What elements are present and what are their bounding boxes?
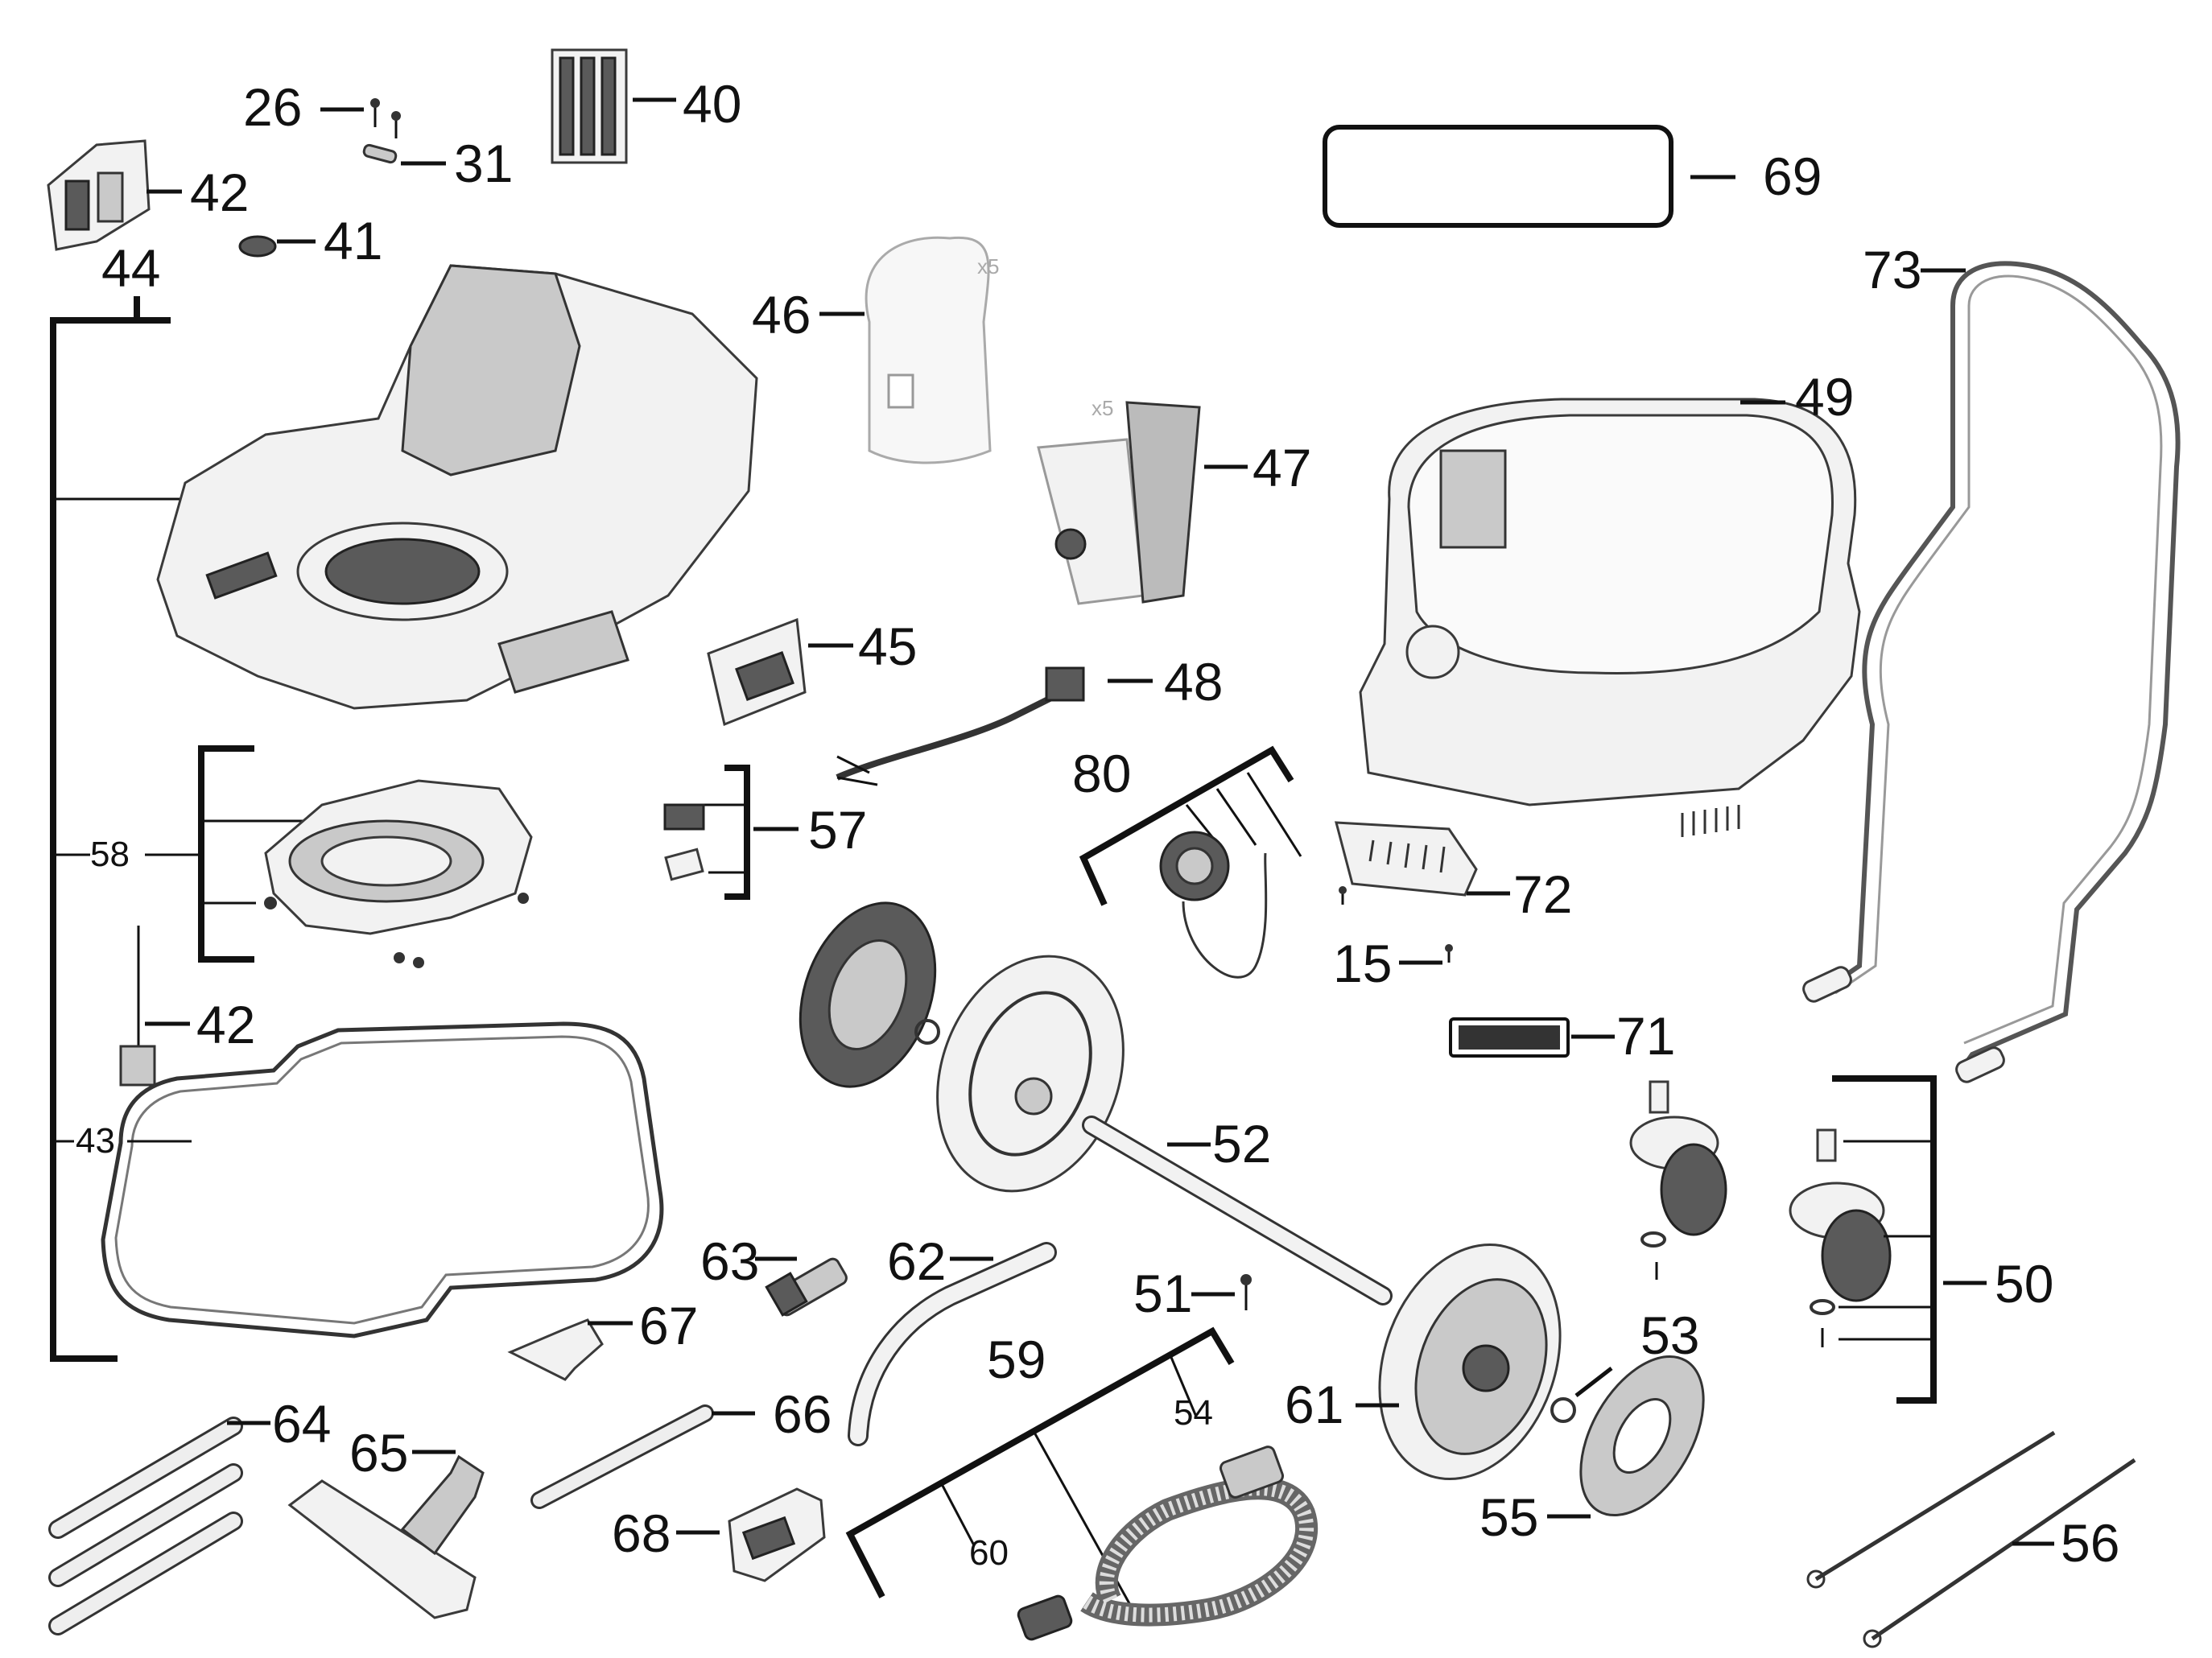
nozzle-67: 67 bbox=[507, 1296, 698, 1381]
wand-66: 66 bbox=[530, 1384, 832, 1509]
callout-56: 56 bbox=[2061, 1513, 2119, 1573]
switch-parts-46: 57 bbox=[663, 765, 867, 900]
callout-59: 59 bbox=[987, 1330, 1046, 1389]
power-cord-43: 48 bbox=[836, 652, 1223, 786]
switch-cover-42-mid: 45 bbox=[707, 617, 917, 727]
wheel-53: 61 bbox=[1285, 1243, 1562, 1481]
hose-59-60-61: 59 54 60 bbox=[845, 1326, 1318, 1641]
casters-50: 50 bbox=[1629, 1075, 2053, 1404]
callout-57: 46 bbox=[752, 285, 811, 344]
callout-68: 68 bbox=[612, 1503, 671, 1563]
callout-26: 26 bbox=[243, 77, 302, 137]
callout-63: 63 bbox=[700, 1231, 759, 1291]
qty-57: x5 bbox=[977, 254, 999, 278]
hub-cap-54-55: 53 55 bbox=[1479, 1305, 1705, 1547]
rating-plate-71: 71 bbox=[1449, 1006, 1675, 1066]
axle-wheels-52: 52 bbox=[799, 901, 1393, 1305]
callout-52: 52 bbox=[1212, 1114, 1271, 1173]
bent-tube-62: 62 bbox=[848, 1231, 1057, 1446]
callout-60: 60 bbox=[969, 1533, 1009, 1573]
handle-73: 73 bbox=[1802, 240, 2181, 1083]
brush-68: 68 bbox=[612, 1487, 826, 1582]
callout-62: 62 bbox=[887, 1231, 946, 1291]
callout-42-mid: 45 bbox=[858, 617, 917, 676]
callout-67: 67 bbox=[639, 1296, 698, 1355]
callout-65: 65 bbox=[349, 1423, 408, 1483]
label-box-69: 69 bbox=[1323, 125, 1822, 228]
callout-58: 47 bbox=[1253, 438, 1311, 497]
callout-55: 55 bbox=[1479, 1487, 1538, 1547]
callout-72: 72 bbox=[1513, 864, 1572, 924]
callout-64: 64 bbox=[272, 1394, 331, 1454]
filter-bag-57: x5 46 bbox=[752, 236, 999, 464]
callout-31: 31 bbox=[454, 134, 513, 193]
callout-53: 61 bbox=[1285, 1375, 1343, 1434]
screw-15: 15 bbox=[1333, 886, 1453, 993]
floor-nozzle-65: 65 bbox=[287, 1423, 485, 1619]
callout-50: 50 bbox=[1995, 1254, 2053, 1314]
front-panel-72: 72 bbox=[1335, 821, 1572, 924]
callout-41: 41 bbox=[324, 211, 382, 270]
callout-61: 54 bbox=[1174, 1393, 1213, 1433]
callout-45: 42 bbox=[196, 995, 255, 1054]
screws-26-31: 26 31 bbox=[243, 77, 513, 193]
tank-49: 49 bbox=[1359, 367, 1861, 837]
screw-51: 51 bbox=[1133, 1264, 1252, 1323]
callout-51: 51 bbox=[1133, 1264, 1192, 1323]
callout-71: 71 bbox=[1616, 1006, 1675, 1066]
callout-73: 73 bbox=[1863, 240, 1921, 299]
tubes-64: 64 bbox=[48, 1394, 331, 1635]
gasket-48: 43 bbox=[53, 1021, 664, 1338]
callout-46: 57 bbox=[808, 800, 867, 860]
callout-44: 44 bbox=[101, 238, 160, 298]
switch-cover-42-top: 42 bbox=[47, 139, 249, 251]
callout-80: 80 bbox=[1072, 744, 1131, 803]
qty-58: x5 bbox=[1092, 396, 1113, 420]
callout-42-top: 42 bbox=[190, 163, 249, 222]
callout-69: 69 bbox=[1763, 146, 1822, 206]
callout-48: 43 bbox=[76, 1121, 115, 1161]
filter-40: 40 bbox=[551, 48, 741, 164]
sensor-45: 42 bbox=[119, 926, 255, 1087]
knob-41: 41 bbox=[238, 211, 382, 270]
ground-wires-56: 56 bbox=[1806, 1430, 2136, 1648]
callout-66: 66 bbox=[773, 1384, 832, 1444]
filter-bag-58: x5 47 bbox=[1037, 396, 1311, 605]
callout-49: 49 bbox=[1795, 367, 1854, 427]
float-cage-47: 58 bbox=[53, 745, 533, 968]
callout-15: 15 bbox=[1333, 934, 1392, 993]
callout-47: 58 bbox=[90, 835, 130, 874]
callout-40: 40 bbox=[683, 74, 741, 134]
adapter-63: 63 bbox=[700, 1231, 848, 1317]
callout-43: 48 bbox=[1164, 652, 1223, 711]
motor-head-44: 44 bbox=[50, 238, 758, 1362]
hose-connector-80: 80 bbox=[1072, 744, 1302, 979]
callout-54: 53 bbox=[1640, 1305, 1699, 1365]
